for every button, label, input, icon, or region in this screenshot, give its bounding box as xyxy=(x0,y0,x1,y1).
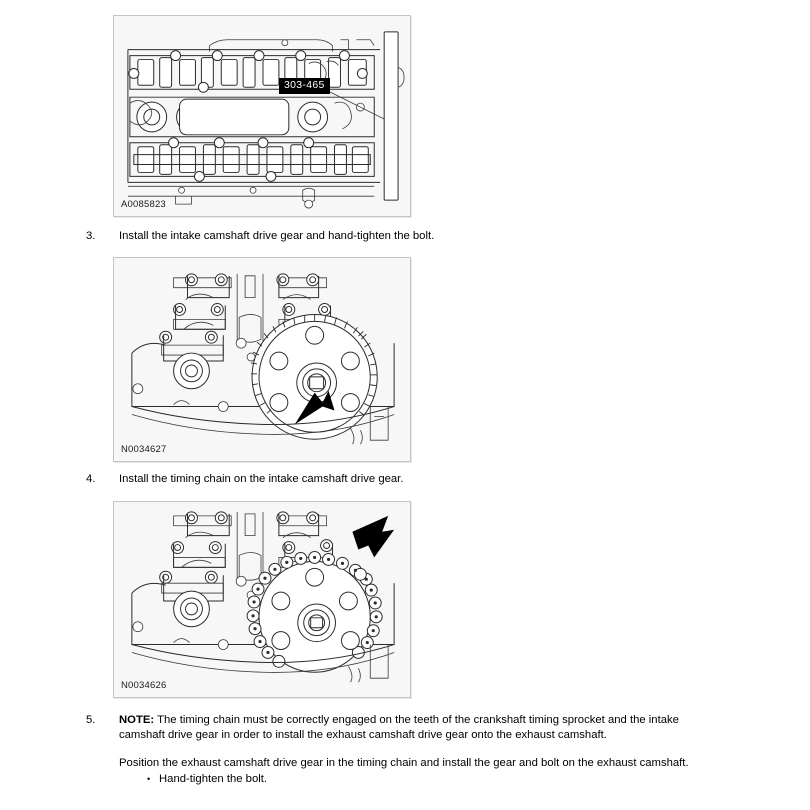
step-3-number: 3. xyxy=(86,230,96,242)
step-3-text: Install the intake camshaft drive gear a… xyxy=(119,230,435,242)
figure-timing-chain-on-drive-gear: N0034626 xyxy=(113,501,411,698)
figure-1-line-art xyxy=(114,16,410,216)
note-label: NOTE: xyxy=(119,714,155,726)
step-4-number: 4. xyxy=(86,473,96,485)
figure-2-line-art xyxy=(114,258,410,461)
figure-caption: A0085823 xyxy=(121,199,166,210)
step-4-text: Install the timing chain on the intake c… xyxy=(119,473,404,485)
list-item: Hand-tighten the bolt. xyxy=(147,772,726,787)
step-5: 5. NOTE: The timing chain must be correc… xyxy=(86,713,726,786)
step-3: 3. Install the intake camshaft drive gea… xyxy=(86,229,746,244)
figure-caption: N0034626 xyxy=(121,680,167,691)
figure-cylinder-head-with-tool: 303-465 A0085823 xyxy=(113,15,411,217)
step-4: 4. Install the timing chain on the intak… xyxy=(86,472,746,487)
step-5-number: 5. xyxy=(86,714,96,726)
step-5-body: NOTE: The timing chain must be correctly… xyxy=(119,713,726,786)
note-text: The timing chain must be correctly engag… xyxy=(119,714,679,741)
step-5-instruction: Position the exhaust camshaft drive gear… xyxy=(119,757,689,769)
callout-tag-303-465: 303-465 xyxy=(279,78,330,94)
figure-caption: N0034627 xyxy=(121,444,167,455)
paragraph-spacer xyxy=(119,742,726,756)
figure-3-line-art xyxy=(114,502,410,697)
figure-intake-camshaft-drive-gear: N0034627 xyxy=(113,257,411,462)
step-5-bullet-list: Hand-tighten the bolt. xyxy=(119,772,726,787)
